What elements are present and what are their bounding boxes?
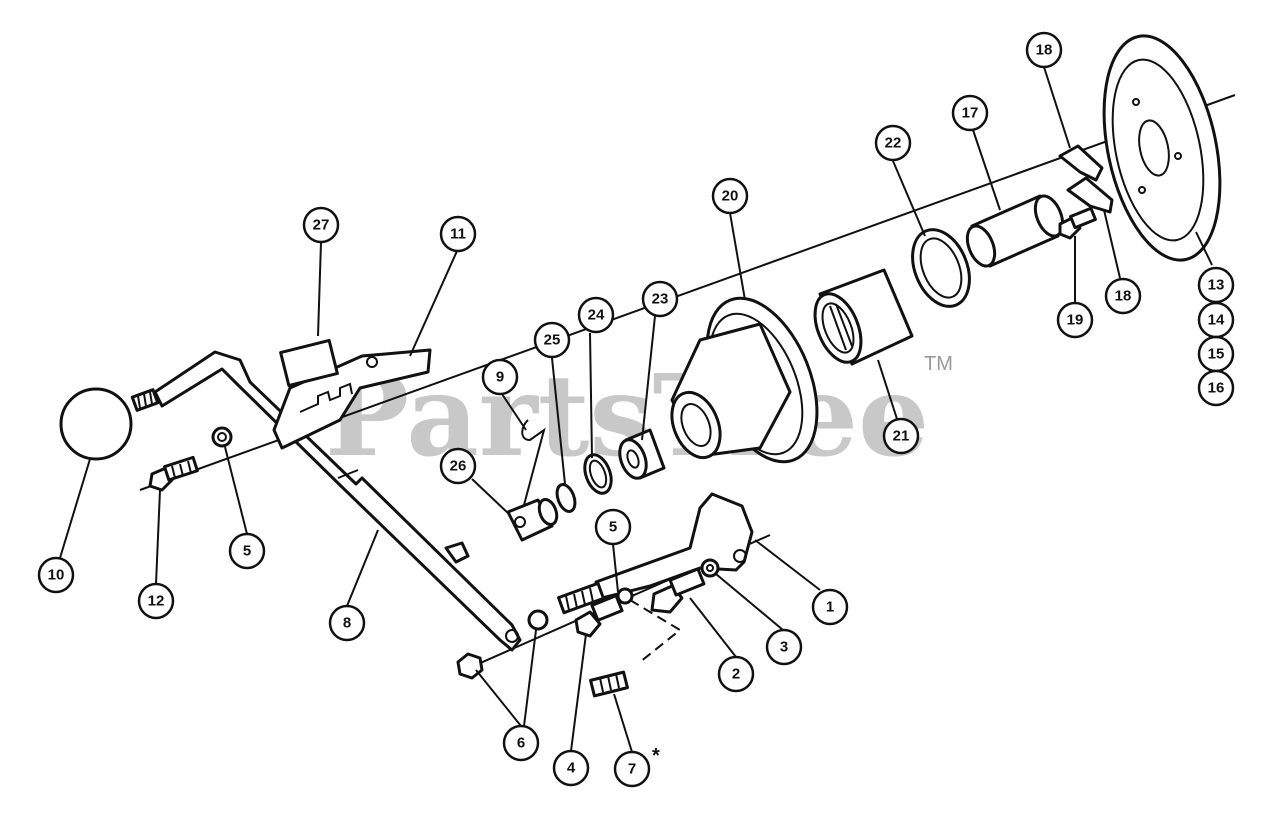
- svg-text:3: 3: [780, 639, 788, 656]
- spacer-17: [965, 194, 1065, 268]
- callout-3: 3: [765, 628, 803, 666]
- callout-6: 6: [502, 724, 540, 762]
- svg-text:5: 5: [609, 519, 617, 536]
- svg-text:12: 12: [148, 593, 165, 610]
- nut-6: [456, 652, 484, 680]
- retaining-ring-25: [555, 483, 577, 513]
- svg-text:10: 10: [48, 567, 65, 584]
- svg-text:26: 26: [450, 458, 467, 475]
- svg-text:7: 7: [628, 761, 636, 778]
- callout-18-top: 18: [1025, 31, 1063, 69]
- callout-10: 10: [37, 556, 75, 594]
- svg-text:2: 2: [732, 666, 740, 683]
- pulley-13: [1102, 34, 1222, 262]
- shift-plate-hole: [366, 356, 378, 368]
- callout-2: 2: [717, 655, 755, 693]
- svg-text:23: 23: [652, 291, 669, 308]
- svg-text:22: 22: [885, 135, 902, 152]
- bolt-12: [148, 455, 199, 492]
- callout-21: 21: [882, 417, 920, 455]
- lockwasher-5b: [616, 587, 634, 605]
- decal-27: [279, 338, 339, 388]
- shift-collar-26: [506, 497, 559, 542]
- svg-text:16: 16: [1208, 380, 1225, 397]
- knob-stud: [130, 388, 160, 412]
- callout-14: 14: [1197, 301, 1235, 339]
- callout-24: 24: [577, 296, 615, 334]
- thrust-washer-22: [911, 228, 971, 308]
- callout-27: 27: [302, 206, 340, 244]
- callout-23: 23: [641, 280, 679, 318]
- lever-hole: [505, 629, 519, 643]
- callout-1: 1: [811, 588, 849, 626]
- bracket-1: [594, 492, 754, 600]
- bolt-4: [574, 594, 624, 638]
- svg-text:14: 14: [1208, 312, 1225, 329]
- trademark-mark: TM: [924, 353, 953, 375]
- needle-bearing-21: [813, 268, 914, 366]
- callout-11: 11: [439, 215, 477, 253]
- half-collar-18b: [1066, 176, 1114, 214]
- lockwasher-3: [700, 558, 720, 578]
- callout-4: 4: [552, 749, 590, 787]
- svg-text:25: 25: [544, 332, 561, 349]
- callout-25: 25: [533, 321, 571, 359]
- lever-tab: [444, 541, 470, 564]
- svg-text:8: 8: [343, 615, 351, 632]
- half-collar-18a: [1058, 144, 1104, 182]
- svg-text:6: 6: [517, 735, 525, 752]
- bolt-2: [650, 567, 706, 614]
- callout-22: 22: [874, 124, 912, 162]
- svg-text:18: 18: [1115, 288, 1132, 305]
- knob-10: [59, 387, 133, 461]
- callout-12: 12: [137, 582, 175, 620]
- hair-pin-9: [519, 419, 546, 521]
- svg-text:15: 15: [1208, 346, 1225, 363]
- svg-text:20: 20: [722, 188, 739, 205]
- shift-plate-gate: [299, 382, 353, 413]
- callout-18-bottom: 18: [1104, 277, 1142, 315]
- svg-text:13: 13: [1208, 277, 1225, 294]
- lockwasher-6: [527, 609, 549, 631]
- shift-lever-8: [153, 350, 522, 652]
- svg-text:27: 27: [313, 217, 330, 234]
- callout-9: 9: [481, 358, 519, 396]
- screw-19: [1058, 206, 1097, 240]
- callout-16: 16: [1197, 369, 1235, 407]
- callout-5-upper: 5: [228, 532, 266, 570]
- bearing-23: [618, 428, 666, 480]
- svg-text:21: 21: [893, 428, 910, 445]
- svg-text:9: 9: [496, 369, 504, 386]
- set-screw-dash: [629, 599, 682, 663]
- svg-text:24: 24: [588, 307, 605, 324]
- leader-lines: [59, 66, 1213, 753]
- callout-5-lower: 5: [594, 508, 632, 546]
- set-screw-7: [589, 670, 629, 698]
- svg-text:19: 19: [1067, 312, 1084, 329]
- bracket-hole: [733, 549, 747, 563]
- bracket-stud: [557, 581, 605, 615]
- svg-text:11: 11: [450, 226, 466, 243]
- callout-17: 17: [951, 94, 989, 132]
- svg-text:5: 5: [243, 543, 251, 560]
- hub-20: [670, 296, 819, 464]
- svg-text:4: 4: [567, 760, 576, 777]
- lever-break-line: [337, 469, 359, 479]
- callout-8: 8: [328, 604, 366, 642]
- callout-26: 26: [439, 447, 477, 485]
- svg-text:17: 17: [962, 105, 979, 122]
- svg-text:1: 1: [826, 599, 834, 616]
- svg-text:18: 18: [1036, 42, 1053, 59]
- callout-19: 19: [1056, 301, 1094, 339]
- lockwasher-5a: [211, 426, 233, 448]
- callout-20: 20: [711, 177, 749, 215]
- callout-7: 7: [613, 750, 651, 788]
- callout-15: 15: [1197, 335, 1235, 373]
- callout-13: 13: [1197, 266, 1235, 304]
- footnote-star: *: [652, 745, 660, 767]
